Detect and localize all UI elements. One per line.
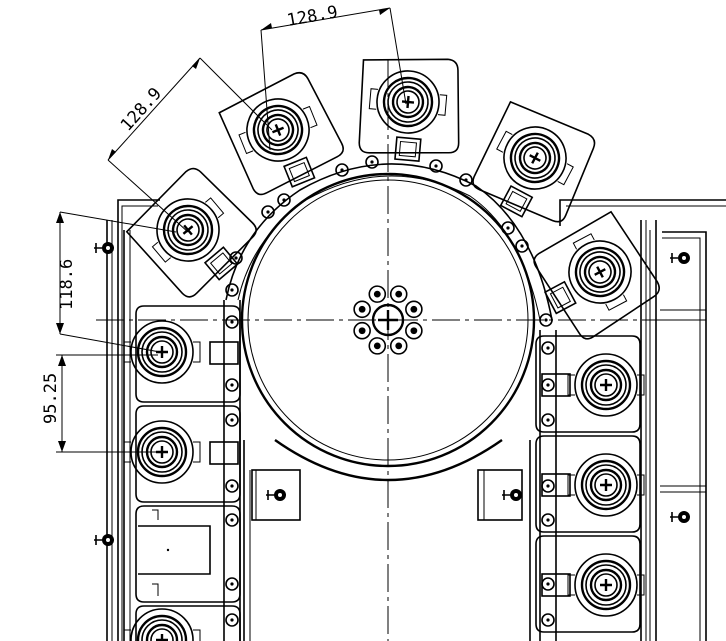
chain-pin-icon: [225, 479, 239, 493]
chain-pin-icon: [541, 577, 555, 591]
chain-pin-icon: [225, 577, 239, 591]
left-frame: [106, 199, 301, 641]
chain-pin-icon: [225, 315, 239, 329]
bolt-icon: [670, 252, 690, 264]
chain-pin-icon: [541, 613, 555, 627]
tool-pot-icon: [567, 353, 645, 417]
chain-pin-icon: [229, 251, 243, 265]
dim-pitch-diagonal: 128.9: [117, 84, 166, 135]
bolt-icon: [670, 511, 690, 523]
dim-pitch-vertical: 95.25: [41, 373, 61, 424]
tool-pot-icon: [125, 167, 257, 298]
chain-pin-icon: [261, 205, 275, 219]
bolt-icon: [94, 242, 114, 254]
chain-links: [223, 155, 557, 641]
chain-pin-icon: [541, 378, 555, 392]
chain-pin-icon: [501, 221, 515, 235]
dim-pitch-top: 128.9: [285, 2, 339, 31]
bolt-icon: [266, 489, 286, 501]
chain-pin-icon: [541, 513, 555, 527]
chain-pin-icon: [225, 283, 239, 297]
chain-pin-icon: [541, 413, 555, 427]
bolt-icon: [94, 534, 114, 546]
dim-offset-vertical: 118.6: [57, 259, 77, 310]
chain-pin-icon: [225, 378, 239, 392]
chain-pin-icon: [541, 479, 555, 493]
vertical-tool-pots: [123, 305, 645, 641]
right-frame: [477, 199, 726, 641]
tool-pot-icon: [218, 71, 344, 196]
chain-pin-icon: [277, 193, 291, 207]
center-lines: [96, 60, 680, 641]
chain-pin-icon: [515, 239, 529, 253]
chain-pin-icon: [225, 413, 239, 427]
tool-pot-icon: [123, 608, 201, 641]
tool-pot-icon: [567, 553, 645, 617]
dimension-offset-vertical: 118.6: [56, 211, 177, 353]
chain-pin-icon: [225, 613, 239, 627]
dimension-pitch-vertical: 95.25: [41, 354, 158, 453]
tool-pot-icon: [533, 210, 660, 340]
chain-pin-icon: [459, 173, 473, 187]
tool-pot-icon: [567, 453, 645, 517]
tool-pot-icon: [472, 100, 596, 223]
chain-pin-icon: [541, 341, 555, 355]
bolt-icon: [502, 489, 522, 501]
tool-pots: [125, 58, 660, 340]
chain-pin-icon: [225, 513, 239, 527]
tool-pot-icon: [123, 320, 201, 384]
chain-pin-icon: [335, 163, 349, 177]
tool-pot-icon: [358, 58, 460, 163]
frame-bolts: [94, 242, 690, 546]
chain-pin-icon: [539, 313, 553, 327]
chain-pin-icon: [429, 159, 443, 173]
chain-pin-icon: [365, 155, 379, 169]
